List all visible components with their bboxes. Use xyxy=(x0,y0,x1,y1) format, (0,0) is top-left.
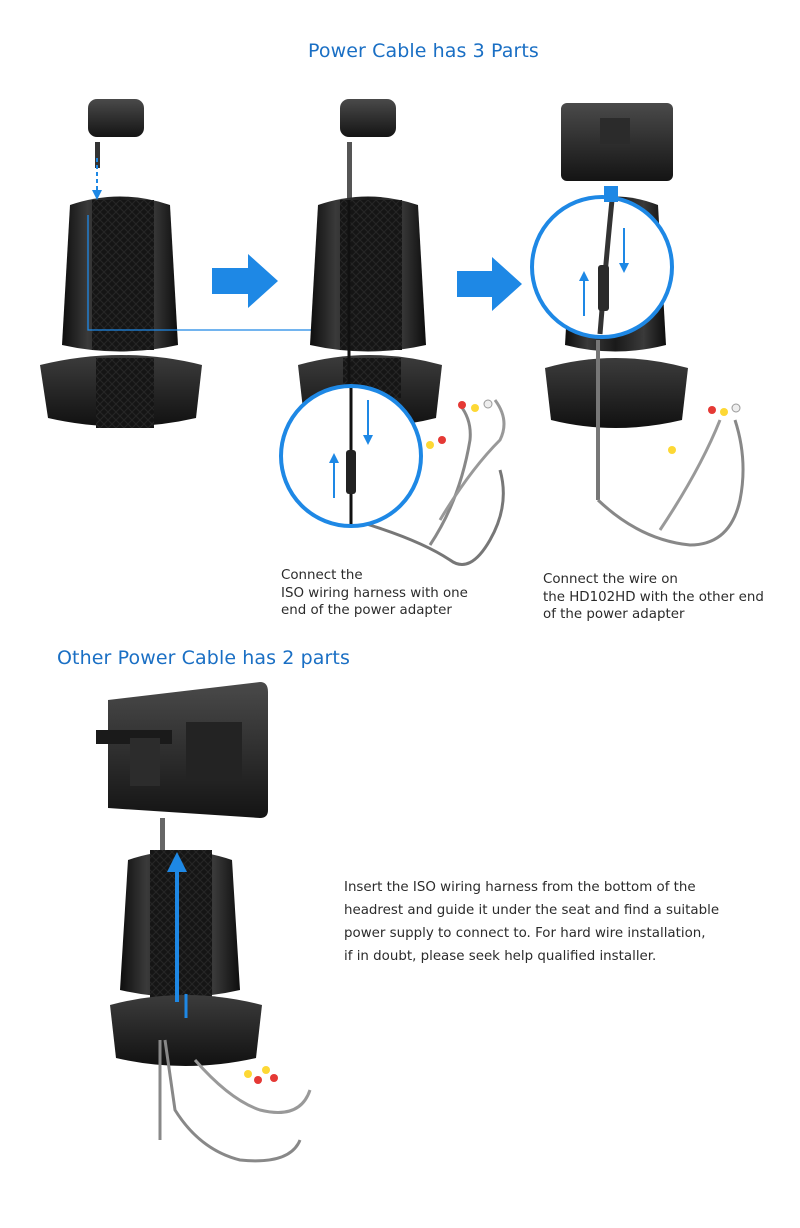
rca-plug xyxy=(458,401,466,409)
wiring-harness xyxy=(428,404,472,546)
rca-plug xyxy=(668,446,676,454)
seat-cushion xyxy=(545,358,688,428)
headrest-post xyxy=(95,142,100,168)
seat-step-single xyxy=(96,682,312,1163)
cable-plug xyxy=(604,186,618,202)
caption-insert-iso-harness: Insert the ISO wiring harness from the b… xyxy=(344,876,719,968)
caption-line: Connect the xyxy=(281,568,363,583)
caption-line: the HD102HD with the other end xyxy=(543,589,764,605)
wiring-harness xyxy=(658,419,722,531)
connector xyxy=(346,450,356,494)
rca-plug xyxy=(483,399,493,409)
rca-plug xyxy=(731,403,741,413)
caption-line: Connect the wire on xyxy=(543,572,678,587)
seat-cushion-panel xyxy=(96,358,154,428)
caption-connect-iso-harness: Connect the ISO wiring harness with one … xyxy=(281,567,468,620)
wiring-harness xyxy=(158,1039,302,1163)
caption-line: headrest and guide it under the seat and… xyxy=(344,903,720,918)
rca-plug xyxy=(426,441,434,449)
seat-step-3 xyxy=(530,103,745,547)
caption-connect-hd102hd-wire: Connect the wire on the HD102HD with the… xyxy=(543,571,764,624)
big-right-arrow-icon xyxy=(212,254,278,308)
rca-plug xyxy=(244,1070,252,1078)
rca-plug xyxy=(254,1076,262,1084)
section-title-3-parts: Power Cable has 3 Parts xyxy=(308,40,539,62)
monitor-bracket xyxy=(130,738,160,786)
power-cable xyxy=(597,199,615,335)
rca-plug xyxy=(720,408,728,416)
headrest xyxy=(88,99,144,137)
headrest-post xyxy=(160,818,165,858)
caption-line: end of the power adapter xyxy=(281,603,452,618)
caption-line: if in doubt, please seek help qualified … xyxy=(344,949,657,964)
rca-plug xyxy=(471,404,479,412)
rca-plug xyxy=(262,1066,270,1074)
big-right-arrow-icon xyxy=(457,257,522,311)
monitor-bracket xyxy=(600,118,630,144)
monitor-vent xyxy=(186,722,242,780)
seat-back-panel xyxy=(92,200,154,350)
seat-cushion xyxy=(110,995,262,1066)
caption-line: power supply to connect to. For hard wir… xyxy=(344,926,706,941)
seat-step-1 xyxy=(40,99,346,428)
connector xyxy=(598,265,609,311)
wiring-harness xyxy=(596,419,745,547)
rca-plug xyxy=(270,1074,278,1082)
rca-plug xyxy=(708,406,716,414)
seat-back-panel xyxy=(150,850,212,1000)
wiring-harness xyxy=(359,469,505,566)
caption-line: ISO wiring harness with one xyxy=(281,585,468,601)
headrest-post xyxy=(347,142,352,202)
caption-line: of the power adapter xyxy=(543,607,685,622)
headrest xyxy=(340,99,396,137)
wiring-harness xyxy=(438,399,506,521)
section-title-2-parts: Other Power Cable has 2 parts xyxy=(57,647,350,669)
rca-plug xyxy=(438,436,446,444)
wiring-harness xyxy=(193,1059,312,1114)
seat-step-2 xyxy=(279,99,506,566)
caption-line: Insert the ISO wiring harness from the b… xyxy=(344,880,696,895)
